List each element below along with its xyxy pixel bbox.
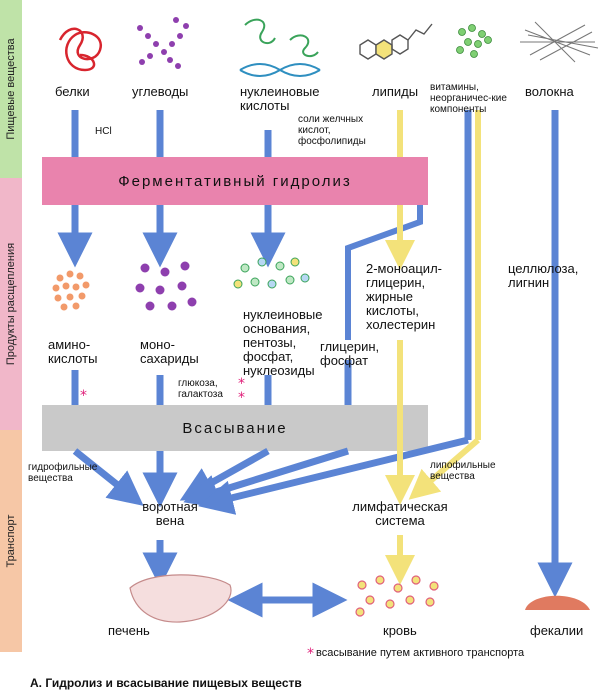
hydrolysis-band: Ферментативный гидролиз xyxy=(42,157,428,205)
star-glucose-1: * xyxy=(238,376,245,392)
label-monoacyl: 2-моноацил-глицерин, жирные кислоты, хол… xyxy=(366,261,442,332)
label-lipids: липиды xyxy=(372,84,419,99)
blood-dots xyxy=(355,575,439,617)
star-footnote: * xyxy=(307,646,314,662)
label-nucleobases: нуклеиновые основания, пентозы, фосфат, … xyxy=(243,307,323,378)
label-portal: воротная вена xyxy=(142,499,198,528)
hydrolysis-label: Ферментативный гидролиз xyxy=(118,172,352,190)
monosaccharide-dots xyxy=(135,261,197,311)
label-bile: соли желчных кислот, фосфолипиды xyxy=(298,114,366,147)
label-hcl: HCl xyxy=(95,126,112,137)
carb-icon xyxy=(137,17,189,69)
footnote: всасывание путем активного транспорта xyxy=(316,647,525,659)
feces-icon xyxy=(525,595,590,610)
sidebar-nutrients: Пищевые вещества xyxy=(0,0,22,178)
label-amino: амино-кислоты xyxy=(48,337,98,366)
fiber-icon xyxy=(520,21,599,63)
label-lymph: лимфатическая система xyxy=(352,499,448,528)
sidebar-transport: Транспорт xyxy=(0,430,22,652)
label-carbs: углеводы xyxy=(132,84,189,99)
vitamin-icon xyxy=(456,24,492,58)
absorption-band: Всасывание xyxy=(42,405,428,451)
label-fibers: волокна xyxy=(525,84,574,99)
label-cellulose: целлюлоза, лигнин xyxy=(508,261,579,290)
sidebar-products: Продукты расщепления xyxy=(0,178,22,430)
nucleic-acid-icon xyxy=(239,18,321,77)
star-glucose-2: * xyxy=(238,390,245,406)
label-mono: моно-сахариды xyxy=(140,337,199,366)
label-blood: кровь xyxy=(383,623,417,638)
label-liver: печень xyxy=(108,623,150,638)
label-vitamins: витамины, неорганичес-кие компоненты xyxy=(430,82,507,115)
lipid-icon xyxy=(359,23,433,60)
label-nucleic: нуклеиновые кислоты xyxy=(240,84,320,113)
star-amino: * xyxy=(80,388,87,404)
label-feces: фекалии xyxy=(530,623,584,638)
liver-icon xyxy=(129,574,232,623)
nucleobase-dots xyxy=(233,257,310,289)
label-glycerol: глицерин, фосфат xyxy=(320,339,380,368)
absorption-label: Всасывание xyxy=(182,419,288,437)
label-hydrophilic: гидрофильные вещества xyxy=(28,462,98,484)
protein-icon xyxy=(58,27,103,72)
label-glucose: глюкоза, галактоза xyxy=(178,378,223,400)
amino-acid-dots xyxy=(52,270,90,311)
label-proteins: белки xyxy=(55,84,90,99)
caption: А. Гидролиз и всасывание пищевых веществ xyxy=(30,676,302,690)
label-lipophilic: липофильные вещества xyxy=(430,460,496,482)
